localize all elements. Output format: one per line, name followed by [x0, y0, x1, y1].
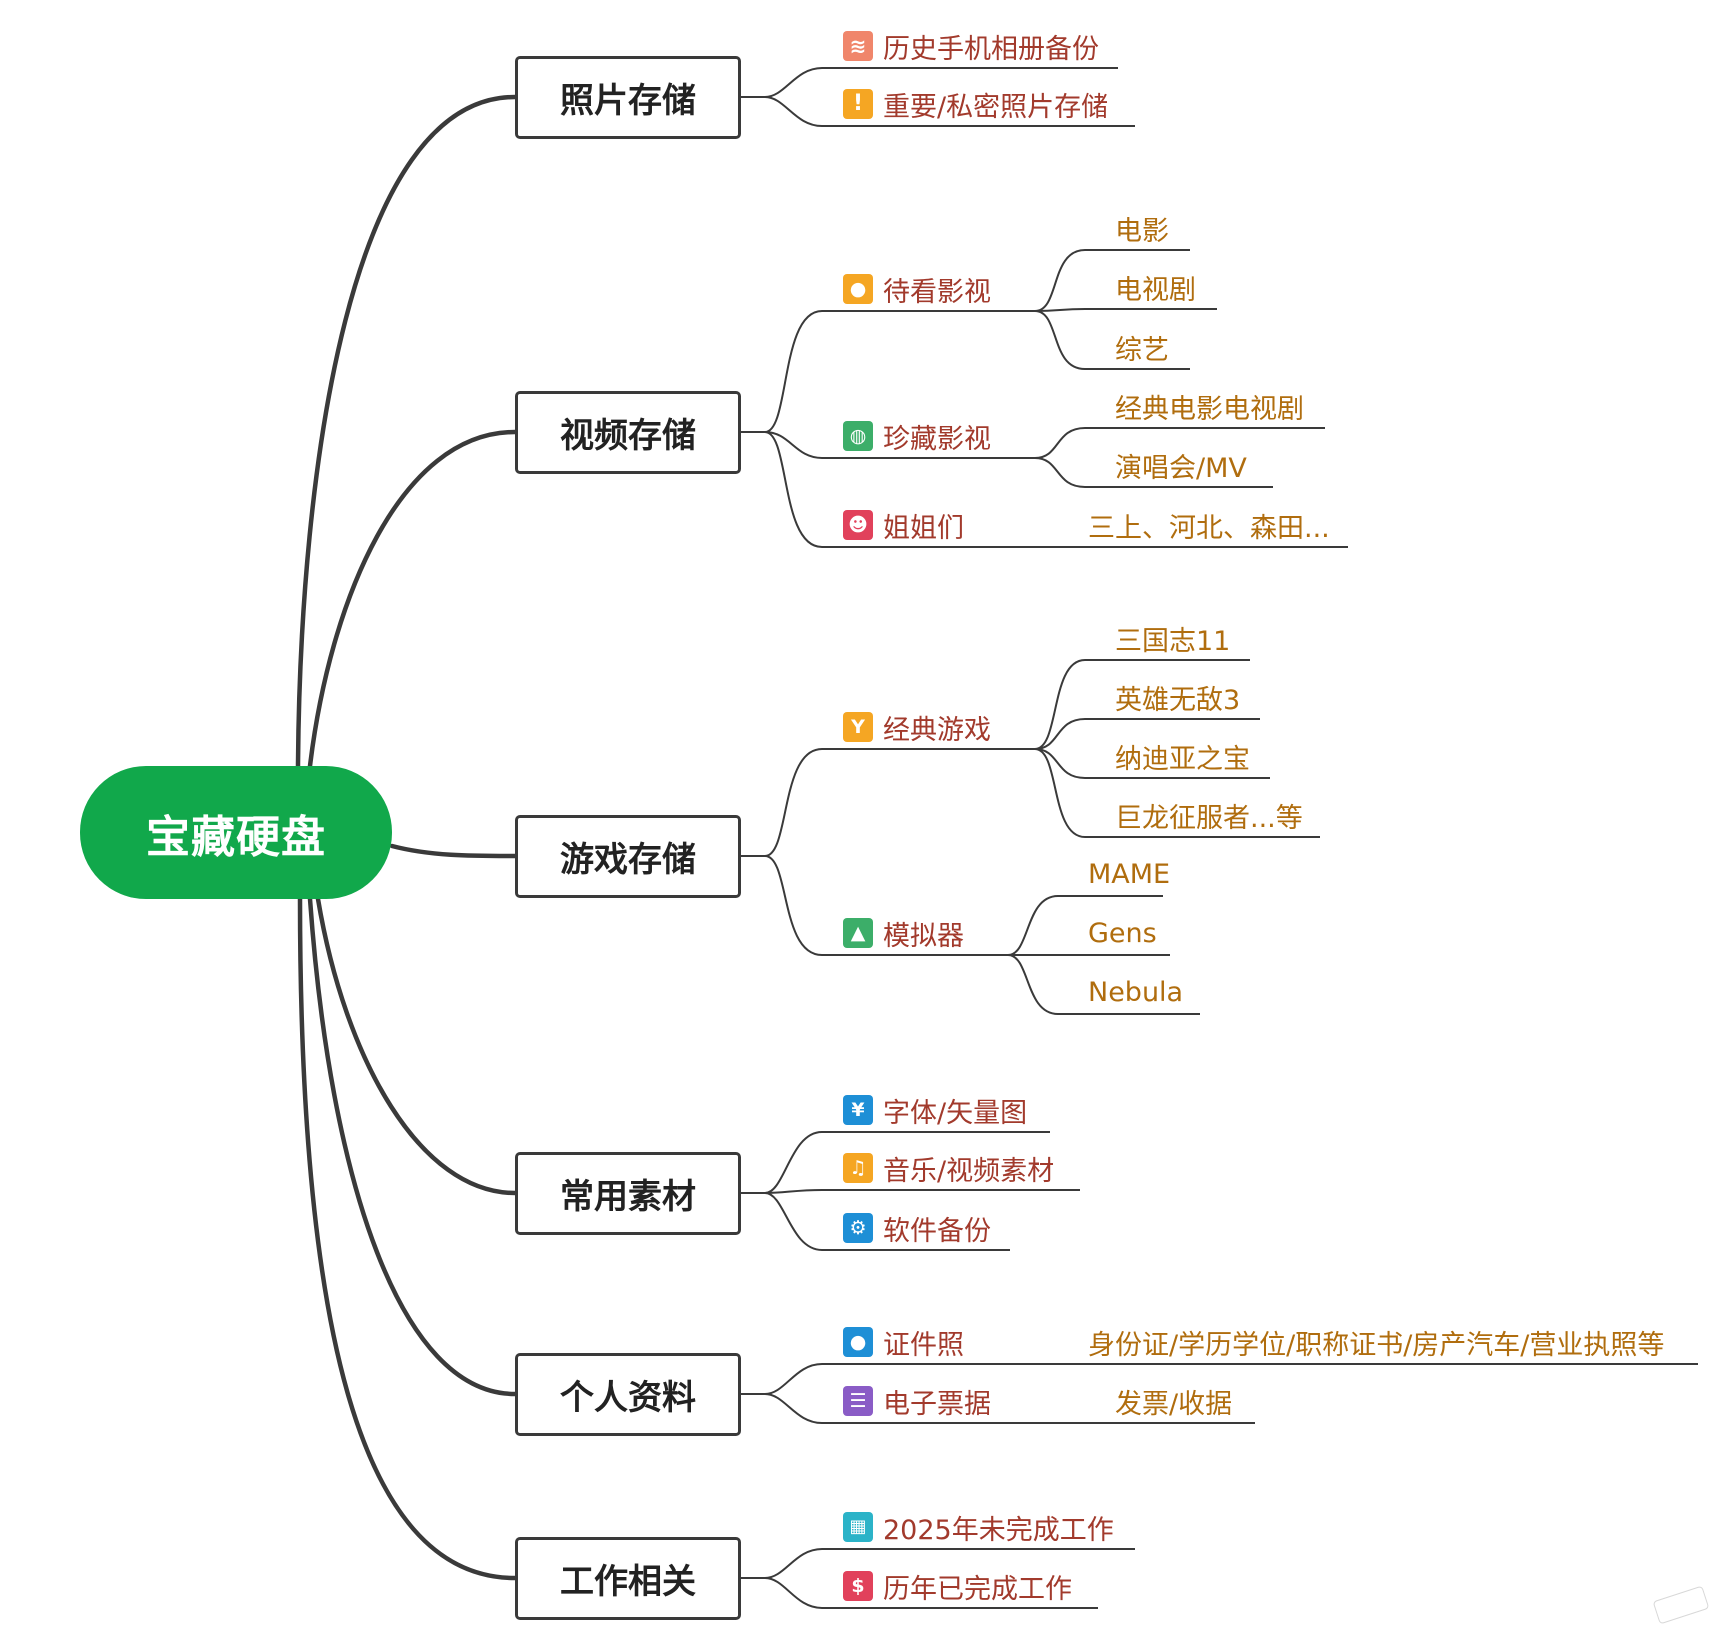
node-label: 历年已完成工作	[883, 1573, 1072, 1605]
leaf-variety[interactable]: 综艺	[1115, 329, 1169, 366]
node-fonts-vectors[interactable]: ¥ 字体/矢量图	[843, 1092, 1028, 1129]
node-classic-games[interactable]: Y 经典游戏	[843, 709, 991, 746]
node-label: 经典游戏	[883, 714, 991, 746]
leaf-label: 三上、河北、森田...	[1088, 512, 1330, 544]
leaf-label: Gens	[1088, 917, 1157, 949]
node-to-watch[interactable]: ● 待看影视	[843, 271, 991, 308]
node-label: 待看影视	[883, 276, 991, 308]
node-label: 姐姐们	[883, 512, 964, 544]
leaf-label: 电视剧	[1115, 274, 1196, 306]
leaf-label: 演唱会/MV	[1115, 452, 1247, 484]
node-emulators[interactable]: ▲ 模拟器	[843, 915, 964, 952]
leaf-game-dragon[interactable]: 巨龙征服者...等	[1115, 797, 1303, 834]
leaf-label: 综艺	[1115, 334, 1169, 366]
node-label: 重要/私密照片存储	[883, 91, 1109, 123]
node-phone-album-backup[interactable]: ≋ 历史手机相册备份	[843, 28, 1099, 65]
branch-label: 照片存储	[560, 81, 696, 121]
node-label: 音乐/视频素材	[883, 1155, 1055, 1187]
branch-video-storage[interactable]: 视频存储	[515, 391, 741, 474]
leaf-label: MAME	[1088, 858, 1171, 890]
leaf-certificates[interactable]: 身份证/学历学位/职称证书/房产汽车/营业执照等	[1088, 1324, 1665, 1361]
branch-label: 工作相关	[560, 1562, 696, 1602]
leaf-label: 电影	[1115, 215, 1169, 247]
bomb-icon: ●	[843, 274, 873, 304]
dollar-icon: $	[843, 1571, 873, 1601]
node-private-photos[interactable]: ! 重要/私密照片存储	[843, 86, 1109, 123]
node-label: 软件备份	[883, 1215, 991, 1247]
leaf-label: 纳迪亚之宝	[1115, 743, 1250, 775]
branch-game-storage[interactable]: 游戏存储	[515, 815, 741, 898]
leaf-emulator-mame[interactable]: MAME	[1088, 856, 1170, 892]
node-sisters[interactable]: ☻ 姐姐们	[843, 507, 964, 544]
node-collection[interactable]: ◍ 珍藏影视	[843, 418, 991, 455]
trophy-icon: Y	[843, 712, 873, 742]
user-icon: ●	[843, 1327, 873, 1357]
node-software-backup[interactable]: ⚙ 软件备份	[843, 1210, 991, 1247]
leaf-emulator-gens[interactable]: Gens	[1088, 915, 1157, 951]
gear-icon: ⚙	[843, 1213, 873, 1243]
rocket-icon: ▲	[843, 918, 873, 948]
person-icon: ☻	[843, 510, 873, 540]
leaf-game-nadia[interactable]: 纳迪亚之宝	[1115, 738, 1250, 775]
leaf-label: 身份证/学历学位/职称证书/房产汽车/营业执照等	[1088, 1329, 1665, 1361]
leaf-movie[interactable]: 电影	[1115, 210, 1169, 247]
leaf-label: 三国志11	[1115, 625, 1231, 657]
exclamation-icon: !	[843, 89, 873, 119]
node-label: 模拟器	[883, 920, 964, 952]
node-label: 2025年未完成工作	[883, 1514, 1114, 1546]
root-node[interactable]: 宝藏硬盘	[80, 766, 392, 899]
leaf-label: 巨龙征服者...等	[1115, 802, 1303, 834]
leaf-invoices[interactable]: 发票/收据	[1115, 1383, 1233, 1420]
list-icon: ☰	[843, 1386, 873, 1416]
leaf-actresses[interactable]: 三上、河北、森田...	[1088, 507, 1330, 544]
branch-label: 个人资料	[560, 1378, 696, 1418]
leaf-tv-series[interactable]: 电视剧	[1115, 269, 1196, 306]
leaf-label: Nebula	[1088, 976, 1184, 1008]
branch-label: 游戏存储	[560, 840, 696, 880]
music-icon: ♫	[843, 1153, 873, 1183]
branch-work[interactable]: 工作相关	[515, 1537, 741, 1620]
calendar-icon: ▦	[843, 1512, 873, 1542]
branch-photo-storage[interactable]: 照片存储	[515, 56, 741, 139]
yen-icon: ¥	[843, 1095, 873, 1125]
node-label: 字体/矢量图	[883, 1097, 1028, 1129]
root-label: 宝藏硬盘	[146, 811, 326, 863]
branch-personal-docs[interactable]: 个人资料	[515, 1353, 741, 1436]
node-music-video-materials[interactable]: ♫ 音乐/视频素材	[843, 1150, 1055, 1187]
node-unfinished-work[interactable]: ▦ 2025年未完成工作	[843, 1509, 1114, 1546]
branch-label: 视频存储	[560, 416, 696, 456]
node-e-receipts[interactable]: ☰ 电子票据	[843, 1383, 991, 1420]
node-label: 珍藏影视	[883, 423, 991, 455]
leaf-game-homm3[interactable]: 英雄无敌3	[1115, 679, 1241, 716]
leaf-classic-films[interactable]: 经典电影电视剧	[1115, 388, 1304, 425]
node-label: 证件照	[883, 1329, 964, 1361]
globe-icon: ◍	[843, 421, 873, 451]
node-id-photos[interactable]: ● 证件照	[843, 1324, 964, 1361]
leaf-game-rtk11[interactable]: 三国志11	[1115, 620, 1231, 657]
leaf-emulator-nebula[interactable]: Nebula	[1088, 974, 1183, 1010]
leaf-label: 发票/收据	[1115, 1388, 1233, 1420]
leaf-concert-mv[interactable]: 演唱会/MV	[1115, 447, 1247, 484]
branch-label: 常用素材	[560, 1177, 696, 1217]
layers-icon: ≋	[843, 31, 873, 61]
node-label: 历史手机相册备份	[883, 33, 1099, 65]
leaf-label: 经典电影电视剧	[1115, 393, 1304, 425]
node-finished-work[interactable]: $ 历年已完成工作	[843, 1568, 1072, 1605]
leaf-label: 英雄无敌3	[1115, 684, 1241, 716]
branch-common-materials[interactable]: 常用素材	[515, 1152, 741, 1235]
node-label: 电子票据	[883, 1388, 991, 1420]
